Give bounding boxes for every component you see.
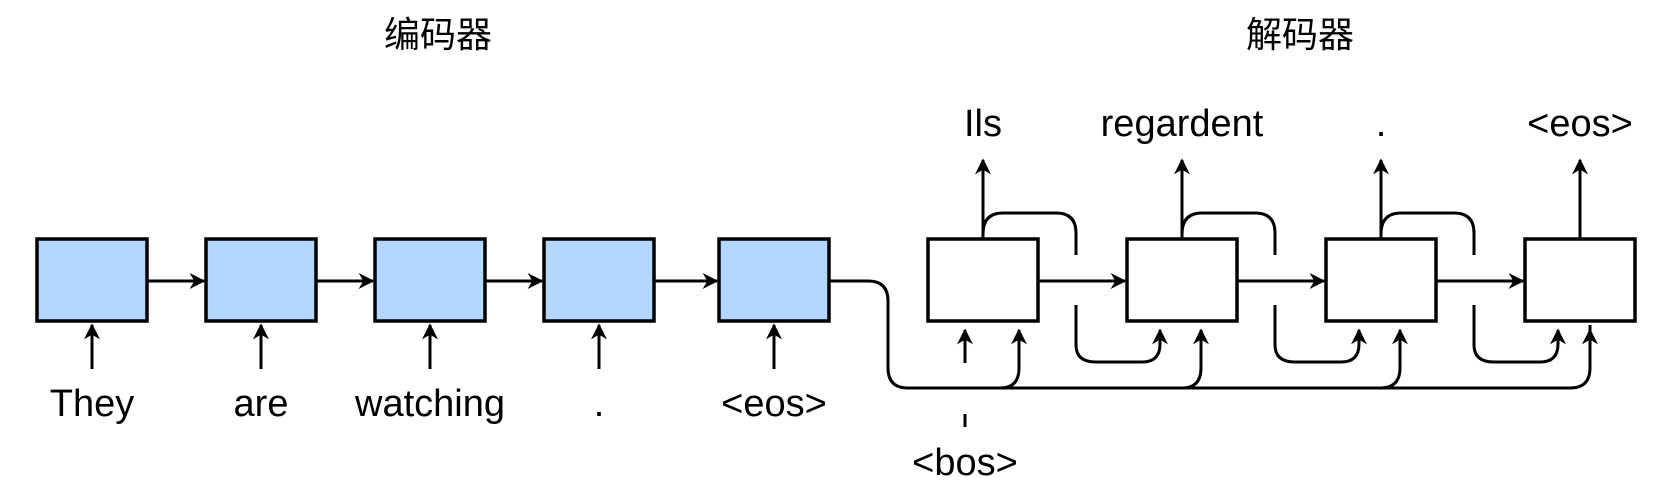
encoder-cell-5	[717, 237, 831, 323]
encoder-input-4: .	[594, 383, 605, 425]
encoder-input-3: watching	[354, 383, 505, 425]
decoder-output-3: .	[1376, 103, 1387, 145]
encoder-cell-2	[204, 237, 318, 323]
decoder-output-arrows	[975, 158, 1588, 239]
decoder-feedback-loops	[981, 211, 1566, 364]
context-vector-wire	[829, 279, 1598, 390]
decoder-start-token: <bos>	[912, 442, 1018, 484]
encoder-cell-4	[542, 237, 656, 323]
encoder-cell-3	[373, 237, 487, 323]
encoder-title: 编码器	[384, 14, 492, 55]
decoder-title: 解码器	[1246, 14, 1354, 55]
decoder-cell-3	[1324, 237, 1438, 323]
decoder-output-2: regardent	[1101, 103, 1264, 145]
decoder-output-4: <eos>	[1527, 103, 1633, 145]
decoder-cell-4	[1523, 237, 1637, 323]
encoder-input-arrows	[84, 323, 782, 369]
decoder-output-1: Ils	[964, 103, 1002, 145]
encoder-input-1: They	[50, 383, 134, 425]
encoder-cell-1	[35, 237, 149, 323]
encoder-input-5: <eos>	[721, 383, 827, 425]
decoder-cell-1	[926, 237, 1040, 323]
encoder-input-2: are	[234, 383, 289, 425]
decoder-cell-2	[1125, 237, 1239, 323]
